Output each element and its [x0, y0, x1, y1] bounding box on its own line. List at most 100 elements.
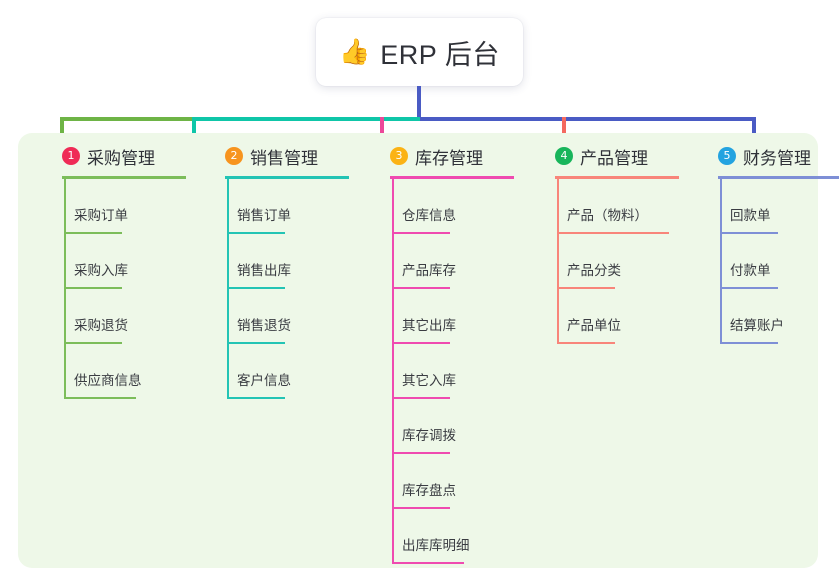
list-item[interactable]: 仓库信息	[368, 179, 528, 234]
column-title-sales: 销售管理	[250, 148, 318, 168]
item-underline-finance-1	[720, 287, 778, 289]
item-underline-inventory-6	[392, 562, 464, 564]
column-header-purchase[interactable]: 1 采购管理	[40, 133, 200, 179]
list-item[interactable]: 出库库明细	[368, 509, 528, 564]
column-inventory: 3 库存管理仓库信息产品库存其它出库其它入库库存调拨库存盘点出库库明细	[368, 133, 528, 564]
list-item[interactable]: 其它出库	[368, 289, 528, 344]
diagram-panel: 1 采购管理采购订单采购入库采购退货供应商信息 2 销售管理销售订单销售出库销售退货客…	[18, 133, 839, 568]
column-title-inventory: 库存管理	[415, 148, 483, 168]
item-underline-inventory-1	[392, 287, 450, 289]
column-sales: 2 销售管理销售订单销售出库销售退货客户信息	[203, 133, 363, 399]
item-underline-purchase-2	[64, 342, 122, 344]
column-badge-finance: 5	[718, 147, 736, 165]
list-item[interactable]: 采购退货	[40, 289, 200, 344]
list-item[interactable]: 销售退货	[203, 289, 363, 344]
bus-teal	[192, 117, 420, 121]
item-label-purchase-0: 采购订单	[74, 208, 128, 223]
column-items-product: 产品（物料） 产品分类产品单位	[533, 179, 693, 344]
column-badge-inventory: 3	[390, 147, 408, 165]
item-underline-sales-3	[227, 397, 285, 399]
item-underline-product-2	[557, 342, 615, 344]
item-underline-sales-1	[227, 287, 285, 289]
list-item[interactable]: 回款单	[696, 179, 839, 234]
list-item[interactable]: 客户信息	[203, 344, 363, 399]
column-badge-product: 4	[555, 147, 573, 165]
column-underline-finance	[718, 176, 839, 179]
list-item[interactable]: 其它入库	[368, 344, 528, 399]
item-underline-finance-0	[720, 232, 778, 234]
list-item[interactable]: 产品单位	[533, 289, 693, 344]
column-badge-sales: 2	[225, 147, 243, 165]
root-node-card[interactable]: 👍 ERP 后台	[316, 18, 523, 86]
item-label-inventory-0: 仓库信息	[402, 208, 456, 223]
list-item[interactable]: 产品库存	[368, 234, 528, 289]
list-item[interactable]: 销售订单	[203, 179, 363, 234]
column-spine-sales	[227, 179, 229, 399]
trunk-vertical-line	[417, 86, 421, 120]
bus-green	[60, 117, 192, 121]
column-underline-inventory	[390, 176, 514, 179]
item-label-sales-2: 销售退货	[237, 318, 291, 333]
item-label-purchase-1: 采购入库	[74, 263, 128, 278]
column-spine-inventory	[392, 179, 394, 564]
item-label-sales-3: 客户信息	[237, 373, 291, 388]
item-label-product-2: 产品单位	[567, 318, 621, 333]
item-underline-inventory-4	[392, 452, 450, 454]
column-underline-purchase	[62, 176, 186, 179]
column-items-purchase: 采购订单采购入库采购退货供应商信息	[40, 179, 200, 399]
item-label-sales-1: 销售出库	[237, 263, 291, 278]
item-underline-product-1	[557, 287, 615, 289]
column-finance: 5 财务管理回款单付款单结算账户	[696, 133, 839, 344]
item-label-finance-2: 结算账户	[730, 318, 784, 333]
column-items-sales: 销售订单销售出库销售退货客户信息	[203, 179, 363, 399]
item-label-inventory-3: 其它入库	[402, 373, 456, 388]
item-label-sales-0: 销售订单	[237, 208, 291, 223]
column-items-inventory: 仓库信息产品库存其它出库其它入库库存调拨库存盘点出库库明细	[368, 179, 528, 564]
list-item[interactable]: 库存盘点	[368, 454, 528, 509]
column-title-purchase: 采购管理	[87, 148, 155, 168]
column-product: 4 产品管理产品（物料） 产品分类产品单位	[533, 133, 693, 344]
item-underline-sales-2	[227, 342, 285, 344]
column-purchase: 1 采购管理采购订单采购入库采购退货供应商信息	[40, 133, 200, 399]
column-spine-finance	[720, 179, 722, 344]
column-spine-product	[557, 179, 559, 344]
item-label-inventory-2: 其它出库	[402, 318, 456, 333]
item-label-purchase-2: 采购退货	[74, 318, 128, 333]
item-underline-sales-0	[227, 232, 285, 234]
item-underline-purchase-1	[64, 287, 122, 289]
list-item[interactable]: 采购入库	[40, 234, 200, 289]
root-node-title: ERP 后台	[380, 39, 500, 70]
list-item[interactable]: 供应商信息	[40, 344, 200, 399]
item-underline-purchase-3	[64, 397, 136, 399]
list-item[interactable]: 销售出库	[203, 234, 363, 289]
column-title-product: 产品管理	[580, 148, 648, 168]
item-label-product-1: 产品分类	[567, 263, 621, 278]
item-underline-product-0	[557, 232, 669, 234]
item-underline-finance-2	[720, 342, 778, 344]
column-items-finance: 回款单付款单结算账户	[696, 179, 839, 344]
list-item[interactable]: 采购订单	[40, 179, 200, 234]
column-header-sales[interactable]: 2 销售管理	[203, 133, 363, 179]
column-header-finance[interactable]: 5 财务管理	[696, 133, 839, 179]
list-item[interactable]: 库存调拨	[368, 399, 528, 454]
item-label-finance-1: 付款单	[730, 263, 771, 278]
column-badge-purchase: 1	[62, 147, 80, 165]
item-label-product-0: 产品（物料）	[567, 208, 648, 223]
item-label-inventory-5: 库存盘点	[402, 483, 456, 498]
list-item[interactable]: 付款单	[696, 234, 839, 289]
item-underline-purchase-0	[64, 232, 122, 234]
column-underline-sales	[225, 176, 349, 179]
item-label-purchase-3: 供应商信息	[74, 373, 142, 388]
column-header-product[interactable]: 4 产品管理	[533, 133, 693, 179]
column-title-finance: 财务管理	[743, 148, 811, 168]
item-underline-inventory-0	[392, 232, 450, 234]
item-label-inventory-4: 库存调拨	[402, 428, 456, 443]
item-label-inventory-1: 产品库存	[402, 263, 456, 278]
list-item[interactable]: 产品（物料）	[533, 179, 693, 234]
item-underline-inventory-2	[392, 342, 450, 344]
item-underline-inventory-5	[392, 507, 450, 509]
list-item[interactable]: 产品分类	[533, 234, 693, 289]
list-item[interactable]: 结算账户	[696, 289, 839, 344]
thumbs-up-icon: 👍	[339, 37, 371, 66]
column-header-inventory[interactable]: 3 库存管理	[368, 133, 528, 179]
